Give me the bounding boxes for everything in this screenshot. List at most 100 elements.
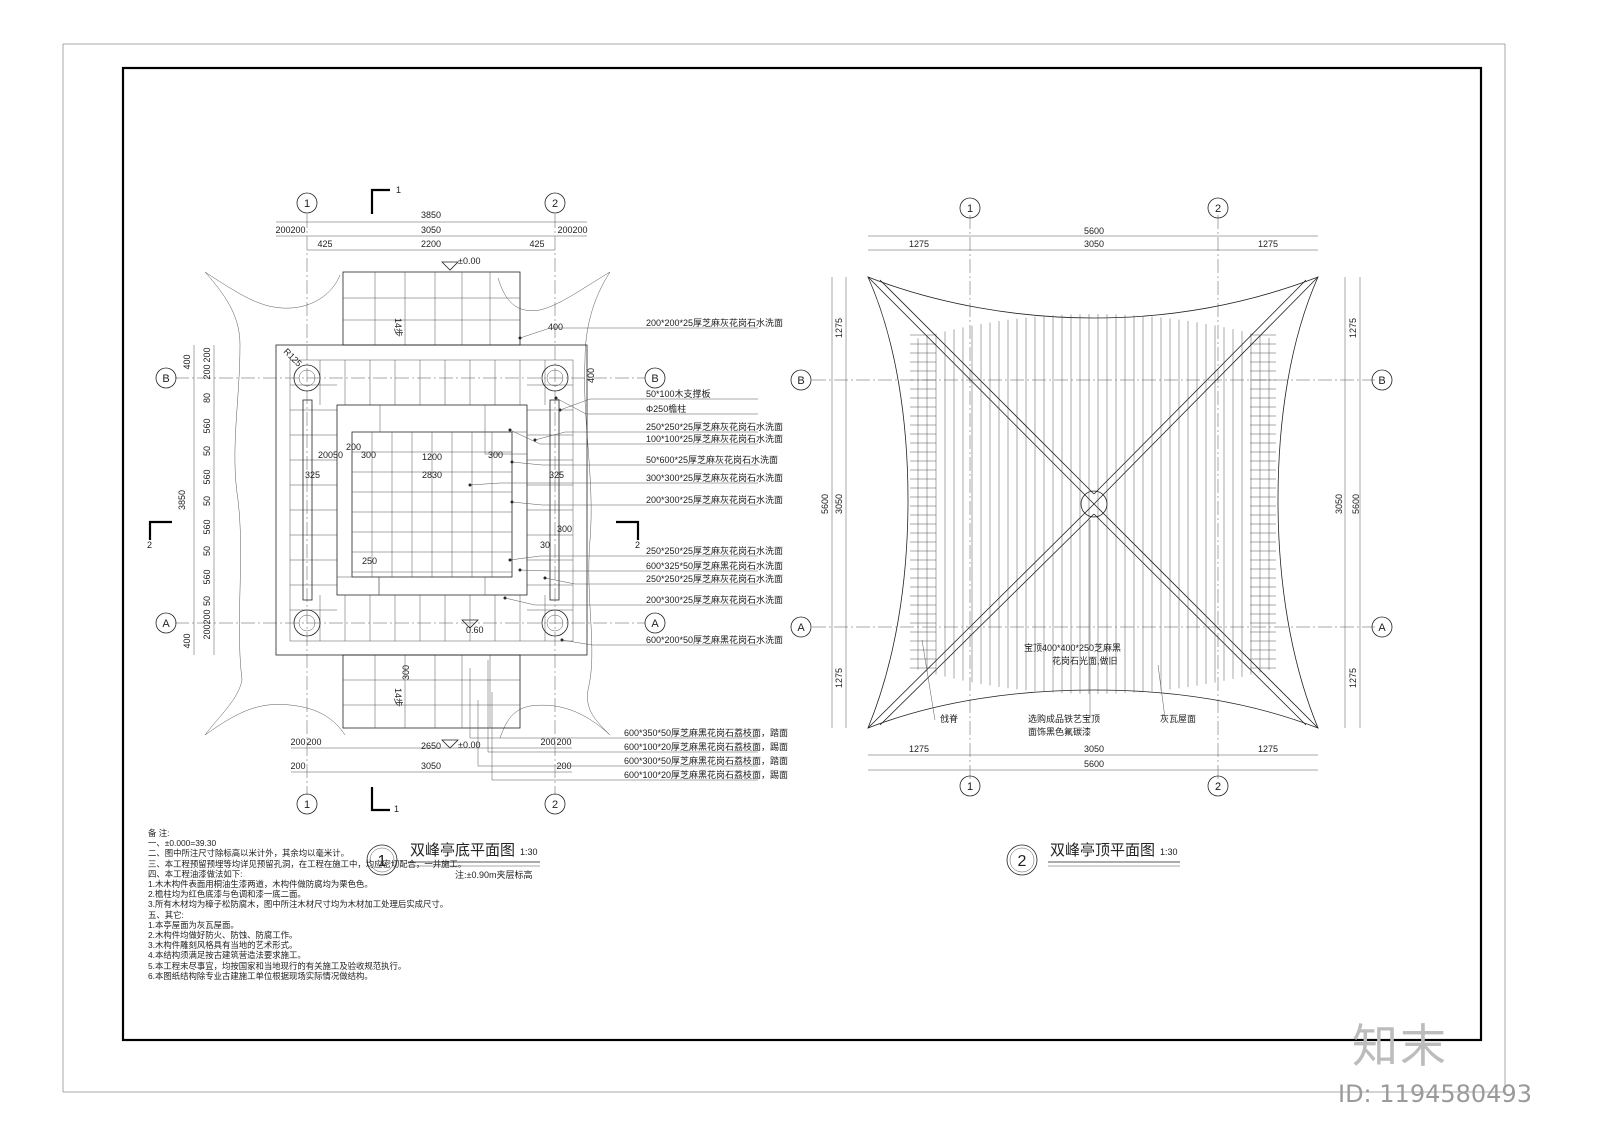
callout-label: 250*250*25厚芝麻灰花岗石水洗面 xyxy=(646,545,783,556)
svg-text:面饰黑色氟碳漆: 面饰黑色氟碳漆 xyxy=(1028,726,1091,737)
svg-text:300: 300 xyxy=(361,450,376,460)
svg-text:200: 200 xyxy=(540,737,555,747)
svg-text:1275: 1275 xyxy=(909,744,929,754)
plan-roof: 1 2 1 2 B B A A 5600 1275 3050 1275 1275… xyxy=(790,197,1393,876)
svg-text:±0.00: ±0.00 xyxy=(458,256,480,266)
roof-axis-a-left: A xyxy=(790,616,812,638)
svg-text:14步: 14步 xyxy=(393,688,403,707)
svg-text:B: B xyxy=(651,373,658,385)
level-top: ±0.00 xyxy=(441,256,480,271)
svg-text:A: A xyxy=(651,618,659,630)
svg-text:双峰亭顶平面图: 双峰亭顶平面图 xyxy=(1050,841,1155,859)
svg-text:200: 200 xyxy=(202,624,212,639)
svg-text:1275: 1275 xyxy=(1348,318,1358,338)
note-line: 3.所有木材均为樟子松防腐木，图中所注木材尺寸均为木材加工处理后实成尺寸。 xyxy=(148,899,449,910)
svg-text:200: 200 xyxy=(290,225,305,235)
callout-label: 600*325*50厚芝麻黑花岗石水洗面 xyxy=(646,560,783,571)
svg-text:20050: 20050 xyxy=(318,450,343,460)
callout-label: 200*300*25厚芝麻灰花岗石水洗面 xyxy=(646,494,783,505)
svg-text:3850: 3850 xyxy=(177,490,187,510)
axis-2-bottom: 2 xyxy=(544,793,566,815)
axis-a-right: A xyxy=(644,612,666,634)
axis-2-top: 2 xyxy=(544,192,566,214)
note-line: 6.本图纸结构除专业古建施工单位根据现场实际情况做结构。 xyxy=(148,970,373,981)
section-label-top: 1 xyxy=(396,185,401,195)
svg-text:1:30: 1:30 xyxy=(520,847,538,857)
svg-text:2: 2 xyxy=(147,540,152,550)
svg-text:1: 1 xyxy=(967,781,973,793)
svg-text:1:30: 1:30 xyxy=(1160,847,1178,857)
svg-text:0.60: 0.60 xyxy=(466,625,484,635)
svg-text:300: 300 xyxy=(557,524,572,534)
svg-text:200: 200 xyxy=(557,225,572,235)
svg-text:50: 50 xyxy=(202,546,212,556)
svg-text:2200: 2200 xyxy=(421,239,441,249)
callout-label: 250*250*25厚芝麻灰花岗石水洗面 xyxy=(646,421,783,432)
svg-text:14步: 14步 xyxy=(393,318,403,337)
svg-text:3050: 3050 xyxy=(421,225,441,235)
svg-text:2: 2 xyxy=(1215,203,1221,215)
callout-label: 200*300*25厚芝麻灰花岗石水洗面 xyxy=(646,594,783,605)
svg-text:1275: 1275 xyxy=(1258,744,1278,754)
svg-text:200: 200 xyxy=(572,225,587,235)
svg-text:560: 560 xyxy=(202,469,212,484)
roof-finial xyxy=(1080,490,1108,518)
axis-1-top: 1 xyxy=(296,192,318,214)
note-line: 1.木木构件表面用桐油生漆两道，木构件做防腐均为栗色色。 xyxy=(148,879,373,890)
section-mark-right xyxy=(616,520,640,540)
svg-text:400: 400 xyxy=(182,354,192,369)
drawing-frame xyxy=(121,66,1483,1042)
notes-heading: 备 注: xyxy=(148,828,170,838)
callout-label: 50*100木支撑板 xyxy=(646,388,711,399)
svg-text:2: 2 xyxy=(1215,781,1221,793)
callout-label: Φ250檐柱 xyxy=(646,403,686,414)
bench-right xyxy=(549,399,560,601)
svg-text:1: 1 xyxy=(304,198,310,210)
svg-text:425: 425 xyxy=(317,239,332,249)
roof-axis-b-left: B xyxy=(790,369,812,391)
section-mark-top xyxy=(370,188,390,214)
note-line: 2.檐柱均为红色底漆与色调和漆一底二面。 xyxy=(148,889,306,900)
note-line: 5.本工程未尽事宜，均按国家和当地现行的有关施工及验收规范执行。 xyxy=(148,960,407,971)
svg-text:1200: 1200 xyxy=(422,452,442,462)
callout-label: 600*200*50厚芝麻黑花岗石水洗面 xyxy=(646,634,783,645)
svg-text:325: 325 xyxy=(305,470,320,480)
svg-text:2650: 2650 xyxy=(421,741,441,751)
svg-text:50: 50 xyxy=(202,496,212,506)
svg-text:双峰亭底平面图: 双峰亭底平面图 xyxy=(410,841,515,859)
svg-text:200: 200 xyxy=(202,347,212,362)
note-line: 2.木构件均做好防火、防蚀、防腐工作。 xyxy=(148,930,298,941)
svg-text:灰瓦屋面: 灰瓦屋面 xyxy=(1160,713,1196,724)
roof-axis-a-right: A xyxy=(1371,616,1393,638)
svg-text:2: 2 xyxy=(552,198,558,210)
svg-text:5600: 5600 xyxy=(820,494,830,514)
svg-text:3050: 3050 xyxy=(1084,744,1104,754)
svg-text:400: 400 xyxy=(182,633,192,648)
stair-top xyxy=(342,271,521,346)
terrain-outline xyxy=(204,271,611,739)
callout-label: 50*600*25厚芝麻灰花岗石水洗面 xyxy=(646,454,778,465)
callout-label: 600*350*50厚芝麻黑花岗石荔枝面，踏面 xyxy=(624,727,788,738)
svg-text:3850: 3850 xyxy=(421,210,441,220)
callout-label: 200*200*25厚芝麻灰花岗石水洗面 xyxy=(646,317,783,328)
axis-1-bottom: 1 xyxy=(296,793,318,815)
svg-text:200: 200 xyxy=(202,609,212,624)
svg-text:B: B xyxy=(797,375,804,387)
section-label-bottom: 1 xyxy=(394,804,399,814)
svg-text:1: 1 xyxy=(304,799,310,811)
section-mark-left xyxy=(148,520,172,540)
svg-text:30: 30 xyxy=(540,540,550,550)
roof-axis-b-right: B xyxy=(1371,369,1393,391)
watermark-id: ID: 1194580493 xyxy=(1338,1080,1532,1108)
stair-bottom xyxy=(342,654,521,729)
svg-text:B: B xyxy=(1378,375,1385,387)
note-line: 四、本工程油漆做法如下: xyxy=(148,868,243,879)
svg-text:注:±0.90m夹层标高: 注:±0.90m夹层标高 xyxy=(455,869,532,880)
svg-text:1275: 1275 xyxy=(834,318,844,338)
level-bottom: ±0.00 xyxy=(441,739,480,750)
watermark-brand: 知末 xyxy=(1352,1019,1448,1073)
axis-a-left: A xyxy=(155,612,177,634)
callout-label: 100*100*25厚芝麻灰花岗石水洗面 xyxy=(646,433,783,444)
